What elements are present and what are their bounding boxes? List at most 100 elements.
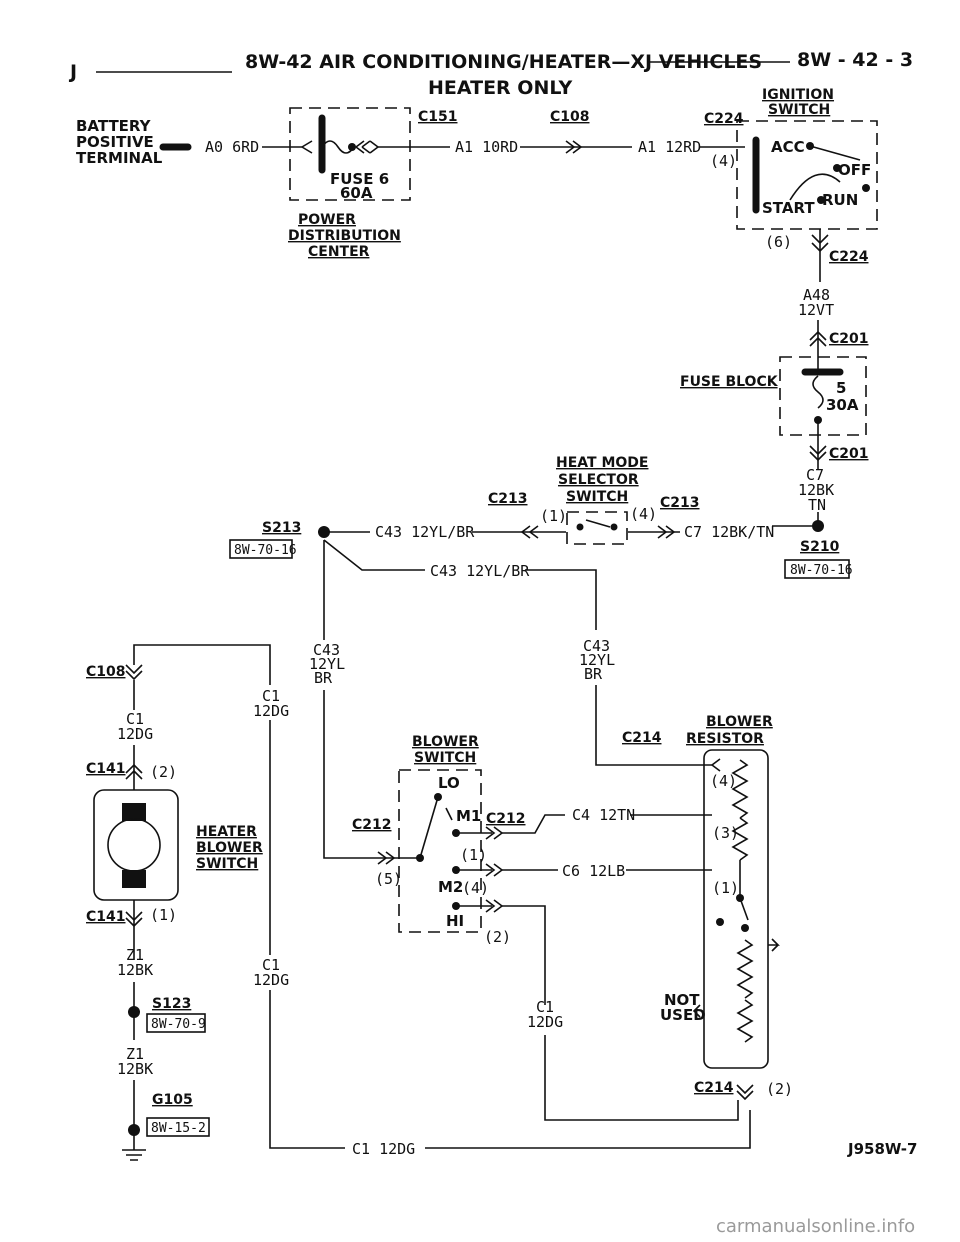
c213-pin1: (1) xyxy=(540,507,567,525)
connector-c151: C151 xyxy=(418,109,458,125)
page-number: 8W - 42 - 3 xyxy=(797,49,913,71)
thermal-fuse-blade xyxy=(739,897,749,921)
c213-pin4: (4) xyxy=(630,505,657,523)
pdc-label-1: POWER xyxy=(298,212,356,228)
connector-c108-top: C108 xyxy=(550,109,590,125)
bs-wiper xyxy=(419,796,439,859)
heat-mode-label-3: SWITCH xyxy=(566,489,628,505)
splice-s213: S213 xyxy=(262,520,301,536)
ignition-switch-box xyxy=(736,120,878,230)
resistor-coil-1 xyxy=(731,759,749,819)
resistor-coil-2 xyxy=(731,817,749,861)
ign-wiper xyxy=(809,145,861,161)
run-contact xyxy=(862,184,870,192)
resistor-pin3: (3) xyxy=(712,824,739,842)
bs-pin2: (2) xyxy=(484,928,511,946)
blower-switch-label-2: SWITCH xyxy=(414,750,476,766)
fuse-block-box xyxy=(779,356,867,436)
wire-c1-bottom-left xyxy=(269,990,345,1149)
ign-start: START xyxy=(762,199,815,217)
wire-c4-label: C4 12TN xyxy=(572,806,635,824)
wire-c43-to-blower xyxy=(323,690,382,859)
pdc-label-3: CENTER xyxy=(308,244,370,260)
c1-lower-label-2: 12DG xyxy=(253,971,289,989)
ground-icon xyxy=(122,1149,146,1161)
ign-pivot xyxy=(833,164,841,172)
g105-ref-box xyxy=(146,1117,210,1137)
motor-housing xyxy=(93,789,179,901)
wire-c4-a xyxy=(502,814,565,834)
fuse6-terminal xyxy=(348,143,356,151)
c213-right-connector xyxy=(657,525,676,539)
motor-label-3: SWITCH xyxy=(196,856,258,872)
ground-g105: G105 xyxy=(152,1092,193,1108)
c214-bottom-connector xyxy=(736,1084,754,1101)
bs-lo: LO xyxy=(438,774,460,792)
connector-c201-bottom: C201 xyxy=(829,446,869,462)
wire-z1b-label-1: Z1 xyxy=(126,1045,144,1063)
fuse6-rating: 60A xyxy=(340,184,373,202)
motor-armature xyxy=(107,818,161,872)
not-used-pin xyxy=(692,1004,701,1018)
c108-left-connector xyxy=(125,664,143,681)
wire-z1-label-1: Z1 xyxy=(126,946,144,964)
wire-c43-branch xyxy=(323,539,425,571)
fuse5-number: 5 xyxy=(836,379,846,397)
wire-c7-label-1: C7 xyxy=(806,466,824,484)
c224-pin6: (6) xyxy=(765,233,792,251)
c213-right: C213 xyxy=(660,495,700,511)
connector-symbol xyxy=(301,140,313,154)
c108-connector xyxy=(565,140,583,154)
c151-connector xyxy=(355,140,379,154)
resistor-coil-4 xyxy=(736,999,754,1043)
resistor-coil-3 xyxy=(736,939,754,999)
bs-hi: HI xyxy=(446,912,464,930)
resistor-pin4: (4) xyxy=(710,772,737,790)
wire-c1-mid-to-resistor xyxy=(544,1035,739,1121)
header-section-letter: J xyxy=(68,61,77,83)
wire-a1-10rd-label: A1 10RD xyxy=(455,138,518,156)
resistor-output-pin xyxy=(768,938,780,952)
heat-mode-label-2: SELECTOR xyxy=(558,472,639,488)
page-subtitle: HEATER ONLY xyxy=(428,77,572,99)
c1-mid-label-2: 12DG xyxy=(527,1013,563,1031)
wire-z1b-label-2: 12BK xyxy=(117,1060,153,1078)
ign-run: RUN xyxy=(822,191,858,209)
motor-wire-label-1: C1 xyxy=(126,710,144,728)
figure-id: J958W-7 xyxy=(847,1140,917,1158)
c212-right: C212 xyxy=(486,811,526,827)
splice-s210: S210 xyxy=(800,539,840,555)
wire-c6-label: C6 12LB xyxy=(562,862,625,880)
motor-brush-bottom xyxy=(122,870,146,888)
fuse5-element xyxy=(812,375,824,409)
page-title: 8W-42 AIR CONDITIONING/HEATER—XJ VEHICLE… xyxy=(245,51,762,73)
wire-c43-lower-label: C43 12YL/BR xyxy=(430,562,530,580)
c43-right-label-1: C43 xyxy=(583,637,610,655)
splice-s210-ref: 8W-70-16 xyxy=(790,563,853,578)
power-distribution-center-box xyxy=(289,107,411,201)
wire-c1-bottom-label: C1 12DG xyxy=(352,1140,415,1158)
motor-brush-top xyxy=(122,803,146,821)
g105-dot xyxy=(128,1124,140,1136)
c141-pin1: (1) xyxy=(150,906,177,924)
c141-bottom-connector xyxy=(125,911,143,928)
c1-right-label-1: C1 xyxy=(262,687,280,705)
wire-a48-label-2: 12VT xyxy=(798,301,834,319)
motor-label-2: BLOWER xyxy=(196,840,263,856)
wire-c1-hi xyxy=(502,905,546,1005)
wire-c1-bottom-right xyxy=(425,1110,751,1149)
c1-mid-label-1: C1 xyxy=(536,998,554,1016)
splice-s123: S123 xyxy=(152,996,191,1012)
wire-c7-bk-tn-label: C7 12BK/TN xyxy=(684,523,774,541)
c43-right-label-2: 12YL xyxy=(579,651,615,669)
c212-left: C212 xyxy=(352,817,392,833)
ign-arc xyxy=(789,173,841,201)
splice-s123-ref: 8W-70-9 xyxy=(151,1017,206,1032)
motor-wire-label-2: 12DG xyxy=(117,725,153,743)
battery-label-2: POSITIVE xyxy=(76,133,154,151)
hm-contact-right xyxy=(610,523,618,531)
fuse-block-label: FUSE BLOCK xyxy=(680,374,779,390)
bs-wiper-tick xyxy=(445,807,453,821)
bs-m2: M2 xyxy=(438,878,463,896)
wire-a48-label-1: A48 xyxy=(803,286,830,304)
